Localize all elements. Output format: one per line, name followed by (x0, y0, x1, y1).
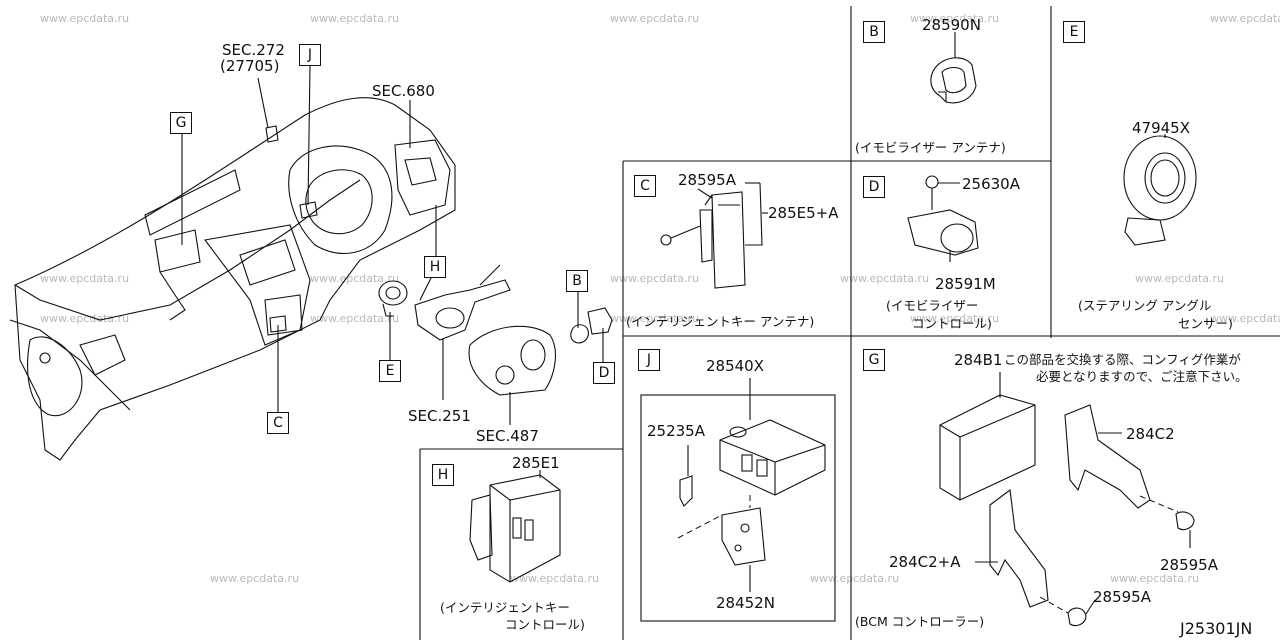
watermark: www.epcdata.ru (610, 272, 700, 285)
panel-g-letter: G (863, 349, 885, 371)
panel-g-part-4: 28595A (1160, 556, 1218, 574)
panel-b-caption: (イモビライザー アンテナ) (855, 140, 1006, 155)
callout-j: J (299, 44, 321, 66)
bcm-controller (939, 372, 1195, 627)
watermark: www.epcdata.ru (310, 312, 400, 325)
panel-c-part-1: 28595A (678, 171, 736, 189)
panel-h-caption-2: コントロール) (505, 617, 585, 632)
control-unit-j (677, 378, 826, 592)
intelligent-key-control (469, 470, 561, 583)
sec-272-label: SEC.272 (222, 41, 285, 59)
panel-d-part-1: 25630A (962, 175, 1020, 193)
watermark: www.epcdata.ru (840, 272, 930, 285)
panel-j-part-2: 25235A (647, 422, 705, 440)
panel-d-part-2: 28591M (935, 275, 996, 293)
panel-e-caption-2: センサー) (1178, 316, 1233, 331)
steering-column-cover (468, 325, 556, 396)
panel-g-caption: (BCM コントローラー) (855, 614, 985, 629)
panel-e-caption-1: (ステアリング アングル (1078, 298, 1212, 313)
panel-d-caption-1: (イモビライザー (886, 298, 979, 313)
panel-g-note-2: 必要となりますので、ご注意下さい。 (1036, 369, 1248, 384)
callout-b: B (566, 270, 588, 292)
callout-g: G (170, 112, 192, 134)
panel-h-caption-1: (インテリジェントキー (440, 600, 570, 615)
sec-680-label: SEC.680 (372, 82, 435, 100)
watermark: www.epcdata.ru (210, 572, 300, 585)
immobilizer-control (907, 175, 979, 262)
immobilizer-antenna (930, 32, 977, 104)
watermark: www.epcdata.ru (40, 272, 130, 285)
watermark: www.epcdata.ru (610, 12, 700, 25)
panel-g-part-1: 284B1 (954, 351, 1003, 369)
panel-g-note-1: この部品を交換する際、コンフィグ作業が (1004, 352, 1241, 367)
sec-272-sub-label: (27705) (220, 57, 280, 75)
panel-j-part-3: 28452N (716, 594, 775, 612)
callout-h: H (424, 256, 446, 278)
panel-e-part: 47945X (1132, 119, 1190, 137)
watermark: www.epcdata.ru (1210, 12, 1280, 25)
intelligent-key-antenna (660, 182, 768, 289)
panel-c-caption: (インテリジェントキー アンテナ) (626, 314, 815, 329)
panel-g-part-5: 28595A (1093, 588, 1151, 606)
immobilizer-parts (570, 307, 613, 344)
panel-h-letter: H (432, 464, 454, 486)
watermark: www.epcdata.ru (1135, 272, 1225, 285)
sec-487-label: SEC.487 (476, 427, 539, 445)
panel-b-letter: B (863, 21, 885, 43)
panel-c-part-2: 285E5+A (768, 204, 839, 222)
panel-b-part: 28590N (922, 16, 981, 34)
watermark: www.epcdata.ru (610, 312, 700, 325)
callout-e: E (379, 360, 401, 382)
dashboard-assembly (9, 97, 456, 461)
watermark: www.epcdata.ru (1210, 312, 1280, 325)
watermark: www.epcdata.ru (40, 12, 130, 25)
panel-frames (419, 6, 1280, 640)
sec-251-label: SEC.251 (408, 407, 471, 425)
callout-d: D (593, 362, 615, 384)
panel-j-letter: J (638, 349, 660, 371)
watermark: www.epcdata.ru (310, 272, 400, 285)
panel-g-part-3: 284C2+A (889, 553, 961, 571)
watermark: www.epcdata.ru (910, 312, 1000, 325)
panel-c-letter: C (634, 175, 656, 197)
panel-g-part-2: 284C2 (1126, 425, 1175, 443)
panel-e-letter: E (1063, 21, 1085, 43)
steering-angle-sensor-small (378, 280, 408, 317)
watermark: www.epcdata.ru (910, 12, 1000, 25)
watermark: www.epcdata.ru (310, 12, 400, 25)
leader-lines (181, 65, 604, 425)
watermark: www.epcdata.ru (510, 572, 600, 585)
watermark: www.epcdata.ru (40, 312, 130, 325)
panel-j-part-1: 28540X (706, 357, 764, 375)
callout-c: C (267, 412, 289, 434)
steering-angle-sensor (1123, 134, 1197, 246)
diagram-code: J25301JN (1180, 619, 1253, 638)
panel-d-caption-2: コントロール) (912, 316, 992, 331)
panel-d-letter: D (863, 176, 885, 198)
watermark: www.epcdata.ru (1110, 572, 1200, 585)
panel-h-part: 285E1 (512, 454, 560, 472)
watermark: www.epcdata.ru (810, 572, 900, 585)
